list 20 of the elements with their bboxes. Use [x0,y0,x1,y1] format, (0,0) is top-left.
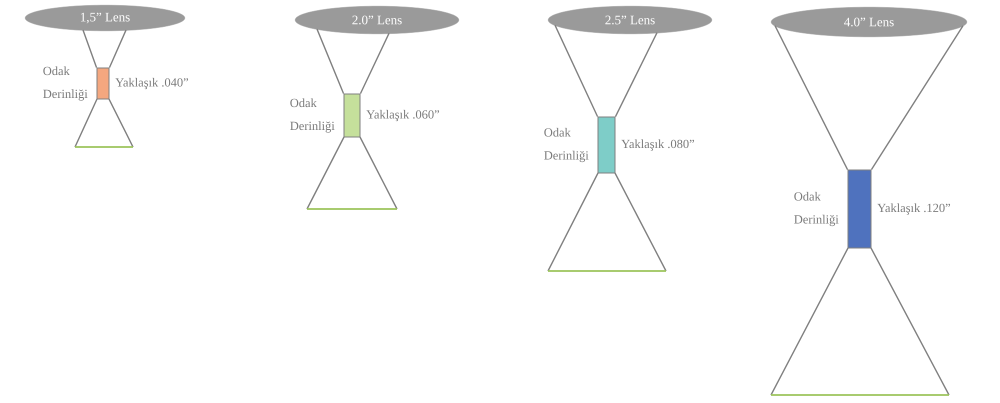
light-ray-line [554,24,598,117]
depth-label: Odak Derinliği [794,192,839,226]
light-ray-line [614,32,658,117]
depth-label: Odak Derinliği [290,98,335,133]
size-label: Yaklaşık .080” [621,139,694,151]
light-ray-line [108,30,127,68]
focus-box [598,116,616,174]
light-ray-line [82,30,98,68]
depth-label: Odak Derinliği [544,128,589,162]
size-label: Yaklaşık .060” [366,110,440,122]
light-ray-line [870,25,964,170]
light-ray-line [360,33,390,94]
size-label: Yaklaşık .120” [877,203,950,215]
light-ray-line [316,28,344,94]
focus-box [96,68,110,100]
light-ray-line [774,25,848,170]
size-label: Yaklaşık .040” [115,78,188,90]
depth-label: Odak Derinliği [43,66,88,101]
focus-box [344,94,360,138]
focus-box [848,170,872,248]
